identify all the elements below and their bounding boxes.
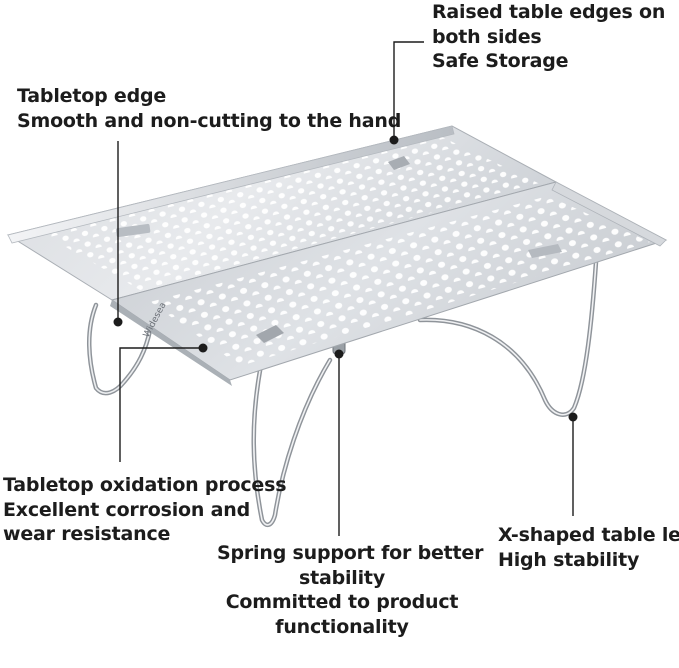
callout-text: Spring support for better xyxy=(217,542,484,564)
callout-text: wear resistance xyxy=(3,523,171,545)
callout-raised-edges: Raised table edges on both sides Safe St… xyxy=(432,0,665,74)
callout-x-legs: X-shaped table legs High stability xyxy=(498,523,679,572)
callout-text: Tabletop edge xyxy=(17,85,167,107)
callout-spring-support: Spring support for better stability Comm… xyxy=(217,541,484,639)
callout-text: High stability xyxy=(498,548,640,571)
callout-text: Safe Storage xyxy=(432,50,569,72)
callout-text: stability xyxy=(298,566,386,589)
callout-text: Committed to product xyxy=(225,591,459,613)
front-panel: Widesea xyxy=(110,181,668,386)
callout-lines xyxy=(117,41,574,536)
back-panel xyxy=(6,125,558,301)
callout-text: Excellent corrosion and xyxy=(3,498,250,521)
callout-text: X-shaped table legs xyxy=(498,524,679,546)
callout-oxidation: Tabletop oxidation process Excellent cor… xyxy=(3,473,287,547)
callout-tabletop-edge: Tabletop edge Smooth and non-cutting to … xyxy=(17,84,401,133)
callout-text: functionality xyxy=(275,615,409,638)
callout-text: Tabletop oxidation process xyxy=(3,474,287,496)
callout-text: Raised table edges on xyxy=(432,1,666,23)
table-legs xyxy=(87,259,599,528)
callout-dots xyxy=(113,135,578,422)
callout-text: Smooth and non-cutting to the hand xyxy=(17,109,402,132)
callout-text: both sides xyxy=(432,25,542,48)
